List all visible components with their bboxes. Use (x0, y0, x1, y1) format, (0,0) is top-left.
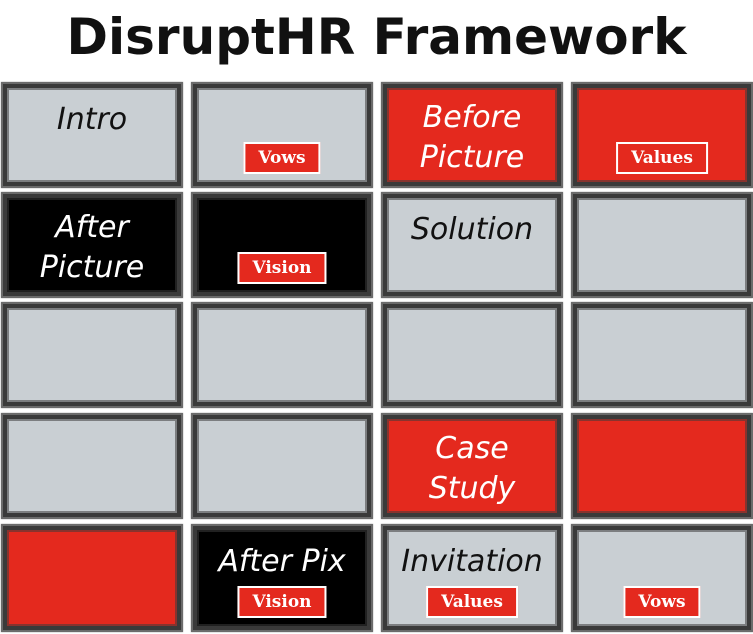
tile-r1-c3-before-picture: Before Picture (381, 82, 563, 188)
tile-r4-c3-case-study: Case Study (381, 413, 563, 519)
badge-vision: Vision (237, 586, 327, 618)
tile-r4-c2 (191, 413, 373, 519)
tile-r2-c1-after-picture: After Picture (1, 192, 183, 298)
tile-r3-c3 (381, 302, 563, 408)
badge-vows: Vows (243, 142, 321, 174)
tile-r2-c3-solution: Solution (381, 192, 563, 298)
badge-vision: Vision (237, 252, 327, 284)
tile-r3-c4 (571, 302, 753, 408)
tile-r2-c4 (571, 192, 753, 298)
tile-r2-c2: Vision (191, 192, 373, 298)
badge-vows: Vows (623, 586, 701, 618)
tile-r3-c2 (191, 302, 373, 408)
badge-values: Values (426, 586, 518, 618)
tile-r1-c1-intro: Intro (1, 82, 183, 188)
tile-r4-c4 (571, 413, 753, 519)
tile-label: Intro (56, 102, 128, 137)
page-title: DisruptHR Framework (66, 8, 687, 66)
tile-label: Invitation (401, 544, 543, 579)
tile-r1-c4: Values (571, 82, 753, 188)
badge-values: Values (616, 142, 708, 174)
tile-r5-c4: Vows (571, 524, 753, 632)
tile-r1-c2: Vows (191, 82, 373, 188)
tile-label: Before Picture (419, 100, 525, 175)
tile-label: Solution (410, 212, 534, 247)
tile-r3-c1 (1, 302, 183, 408)
tile-label: After Picture (39, 210, 145, 285)
tile-r4-c1 (1, 413, 183, 519)
tile-label: After Pix (218, 544, 346, 579)
tile-r5-c1 (1, 524, 183, 632)
tile-label: Case Study (428, 431, 516, 506)
